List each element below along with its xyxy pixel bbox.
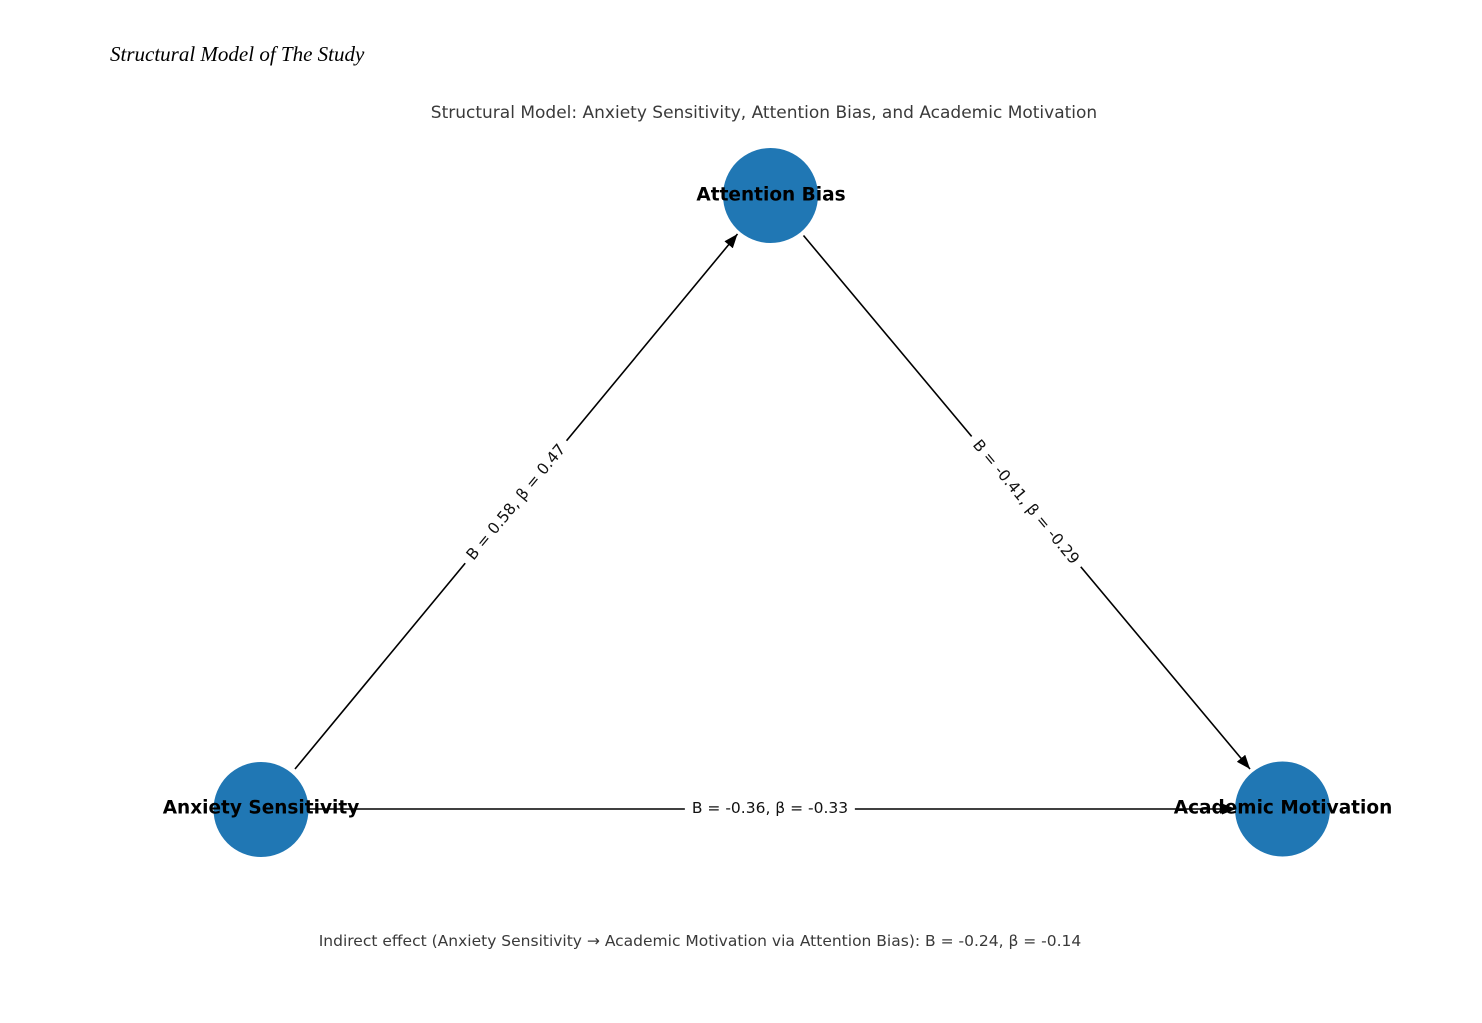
document-heading: Structural Model of The Study xyxy=(110,42,365,66)
node-label-academic-motivation: Academic Motivation xyxy=(1173,797,1393,819)
indirect-effect-annotation: Indirect effect (Anxiety Sensitivity → A… xyxy=(318,932,1082,950)
figure-title: Structural Model: Anxiety Sensitivity, A… xyxy=(430,103,1098,123)
node-attention-bias xyxy=(723,148,818,243)
node-academic-motivation xyxy=(1235,761,1330,857)
node-label-attention-bias: Attention Bias xyxy=(696,184,846,206)
node-label-anxiety-sensitivity: Anxiety Sensitivity xyxy=(162,797,360,819)
node-anxiety-sensitivity xyxy=(213,762,309,857)
edge-label-anxiety-to-academic: B = -0.36, β = -0.33 xyxy=(684,797,856,819)
